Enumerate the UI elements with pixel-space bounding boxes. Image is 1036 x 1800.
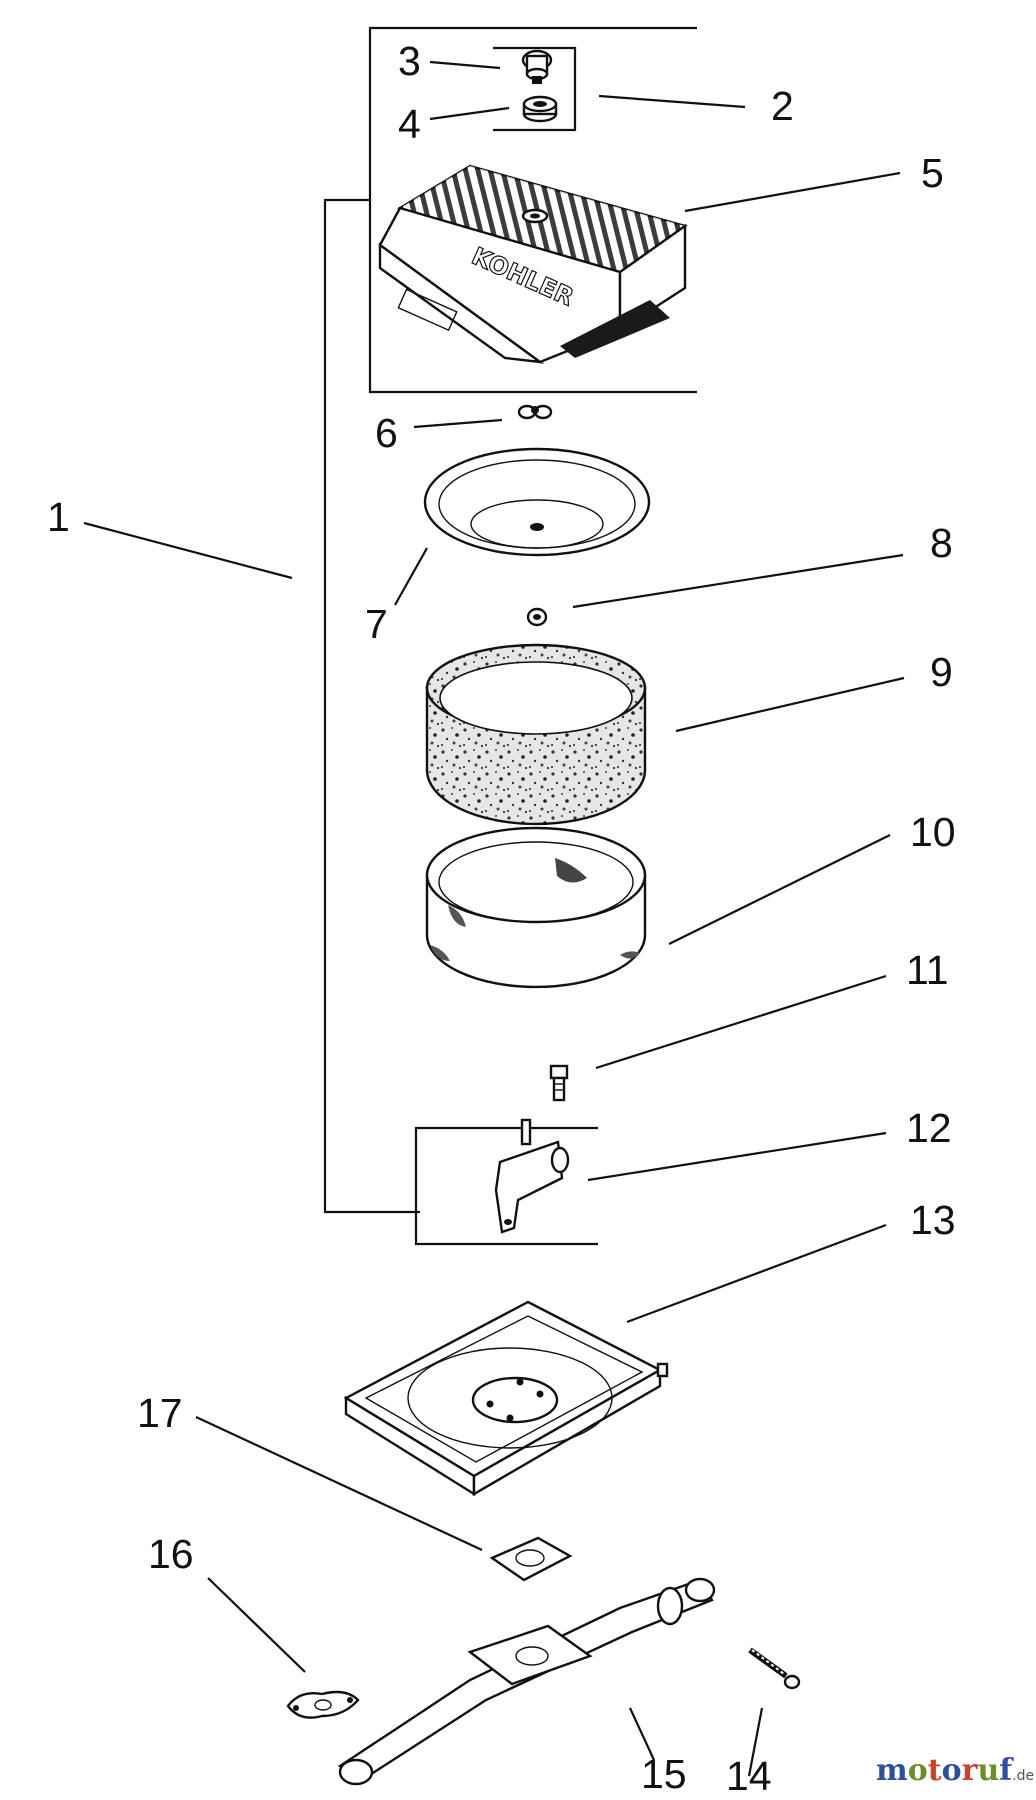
part-17-gasket — [489, 1536, 573, 1582]
watermark-letter: m — [876, 1753, 908, 1788]
callout-9: 9 — [930, 649, 953, 695]
part-3-knob — [521, 49, 553, 84]
callout-12: 12 — [906, 1105, 952, 1151]
part-4-grommet — [522, 95, 558, 123]
callout-8: 8 — [930, 520, 953, 566]
part-8-nut — [526, 607, 548, 627]
callout-7: 7 — [365, 601, 388, 647]
part-7-lid — [423, 447, 651, 557]
part-12-bracket — [494, 1118, 570, 1234]
callout-11: 11 — [906, 947, 949, 993]
part-9-precleaner — [425, 643, 647, 826]
callout-1: 1 — [47, 494, 70, 540]
part-13-base — [343, 1300, 669, 1497]
bracket-group-3-4 — [493, 46, 577, 132]
watermark-base: motoruf — [876, 1753, 1014, 1788]
callout-4: 4 — [398, 101, 421, 147]
watermark-letter: o — [942, 1753, 962, 1788]
bracket-group-2 — [368, 26, 697, 394]
watermark-suffix: .de — [1012, 1768, 1034, 1784]
callout-5: 5 — [921, 150, 944, 196]
part-11-stud — [549, 1064, 569, 1102]
callout-15: 15 — [641, 1751, 687, 1797]
leader-lines — [83, 60, 905, 1777]
callout-13: 13 — [910, 1197, 956, 1243]
callout-6: 6 — [375, 410, 398, 456]
part-6-wing-nut — [517, 404, 553, 420]
bracket-group-12 — [414, 1126, 598, 1246]
watermark: motoruf.de — [876, 1753, 1034, 1788]
part-16-gasket — [286, 1690, 360, 1719]
part-10-element — [425, 826, 647, 989]
part-15-elbow — [337, 1577, 716, 1786]
watermark-letter: t — [928, 1753, 942, 1788]
callout-labels: 1 2 3 4 5 6 7 8 9 10 11 12 13 14 15 16 1… — [47, 38, 956, 1799]
callout-10: 10 — [910, 809, 956, 855]
watermark-letter: u — [977, 1753, 999, 1788]
watermark-letter: f — [999, 1753, 1014, 1788]
callout-2: 2 — [771, 83, 794, 129]
watermark-letter: r — [962, 1753, 979, 1788]
watermark-logo: motoruf.de — [876, 1753, 1034, 1788]
callout-16: 16 — [148, 1531, 194, 1577]
part-14-screw — [748, 1647, 801, 1690]
part-5-cover: KOHLER — [378, 164, 688, 364]
watermark-letter: o — [908, 1753, 928, 1788]
bracket-group-1 — [323, 198, 420, 1214]
callout-17: 17 — [137, 1390, 183, 1436]
callout-3: 3 — [398, 38, 421, 84]
callout-14: 14 — [726, 1753, 772, 1799]
